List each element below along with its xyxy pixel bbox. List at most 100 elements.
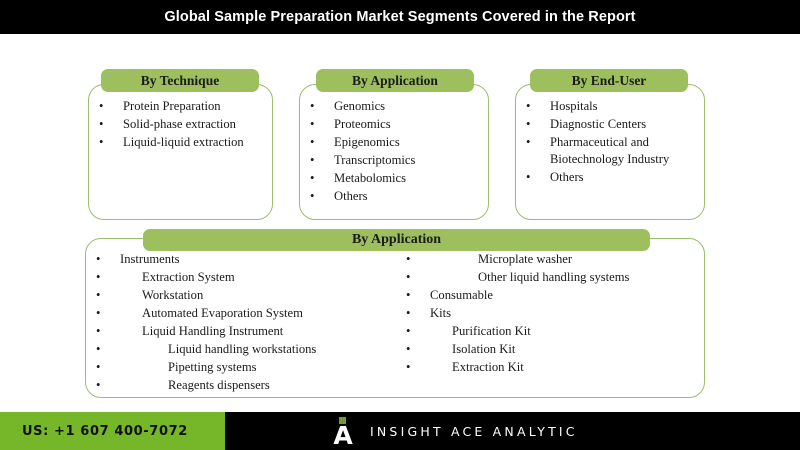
list-item: • Purification Kit [406, 323, 701, 340]
list-item-label: Solid-phase extraction [123, 117, 236, 131]
brand-wordmark: INSIGHT ACE ANALYTIC [370, 423, 578, 439]
list-item: • Protein Preparation [99, 98, 264, 115]
list-item: • Hospitals [526, 98, 696, 115]
list-item: • Transcriptomics [310, 152, 480, 169]
card-by-end-user: • Hospitals • Diagnostic Centers • Pharmace… [515, 84, 705, 220]
bullet-icon: • [99, 99, 104, 113]
list-item-label: Kits [430, 306, 451, 320]
bullet-icon: • [406, 360, 411, 374]
bullet-icon: • [406, 324, 411, 338]
list-item-label: Metabolomics [334, 171, 407, 185]
list-item: •Proteomics [310, 116, 480, 133]
card-by-technique-body: • Protein Preparation • Solid-phase extrac… [99, 98, 264, 152]
brand-logo: A INSIGHT ACE ANALYTIC [330, 412, 578, 450]
card-by-application-body: • Genomics •Proteomics • Epigenomics • Tran… [310, 98, 480, 206]
list-by-end-user: • Hospitals • Diagnostic Centers • Pharmace… [526, 98, 696, 185]
bullet-icon: • [96, 324, 101, 338]
bullet-icon: • [310, 99, 315, 113]
logo-mark-icon: A [330, 416, 356, 450]
bullet-icon: • [310, 135, 315, 149]
card-badge-by-end-user: By End-User [530, 69, 688, 92]
list-item-label: Transcriptomics [334, 153, 416, 167]
bullet-icon: • [96, 360, 101, 374]
list-item: • Diagnostic Centers [526, 116, 696, 133]
list-item-label: Extraction System [142, 270, 235, 284]
logo-square-dot-icon [339, 417, 346, 424]
list-item-label: Liquid-liquid extraction [123, 135, 244, 149]
list-item-label: Others [550, 169, 584, 184]
list-item: • Liquid Handling Instrument [96, 323, 416, 340]
list-item: • Instruments [96, 251, 416, 268]
bullet-icon: • [526, 135, 531, 149]
card-by-application: • Genomics •Proteomics • Epigenomics • Tran… [299, 84, 489, 220]
bullet-icon: • [96, 306, 101, 320]
list-item-label: Pharmaceutical and Biotechnology Industr… [550, 135, 670, 166]
list-item-label: Epigenomics [334, 135, 400, 149]
list-item: • Consumable [406, 287, 701, 304]
list-item: •Metabolomics [310, 170, 480, 187]
list-item: • Pharmaceutical and Biotechnology Indust… [526, 134, 696, 167]
card-badge-by-technique: By Technique [101, 69, 259, 92]
list-item: • Kits [406, 305, 701, 322]
footer-phone-number[interactable]: US: +1 607 400-7072 [22, 423, 188, 439]
list-item: • Pipetting systems [96, 359, 416, 376]
list-item: • Automated Evaporation System [96, 305, 416, 322]
list-item-label: Protein Preparation [123, 99, 221, 113]
logo-letter-a: A [333, 421, 353, 450]
list-item: • Solid-phase extraction [99, 116, 264, 133]
list-item: • Others [526, 169, 696, 186]
list-liquid-handling-sub-continued: •Microplate washer •Other liquid handlin… [406, 251, 701, 286]
list-item-label: Consumable [430, 288, 493, 302]
list-by-technique: • Protein Preparation • Solid-phase extrac… [99, 98, 264, 151]
list-item-label: Reagents dispensers [168, 378, 270, 392]
list-item: • Genomics [310, 98, 480, 115]
list-item: •Extraction System [96, 269, 416, 286]
list-item-label: Automated Evaporation System [142, 306, 303, 320]
bullet-icon: • [406, 288, 411, 302]
page-title: Global Sample Preparation Market Segment… [164, 9, 636, 25]
bullet-icon: • [310, 153, 315, 167]
bullet-icon: • [526, 169, 531, 184]
footer-phone-bar: US: +1 607 400-7072 [0, 412, 225, 450]
list-item-label: Liquid handling workstations [168, 342, 317, 356]
list-item: • Workstation [96, 287, 416, 304]
bottom-card-left-column: •Instruments •Extraction System •Worksta… [96, 251, 416, 395]
page-footer: US: +1 607 400-7072 A INSIGHT ACE ANALYT… [0, 412, 800, 450]
list-item-label: Instruments [120, 252, 180, 266]
bullet-icon: • [96, 378, 101, 392]
bottom-card-right-column: •Microplate washer •Other liquid handlin… [406, 251, 701, 377]
list-item: •Other liquid handling systems [406, 269, 701, 286]
bullet-icon: • [406, 342, 411, 356]
bullet-icon: • [406, 252, 411, 266]
list-item-label: Genomics [334, 99, 386, 113]
list-by-application: • Genomics •Proteomics • Epigenomics • Tran… [310, 98, 480, 205]
bullet-icon: • [406, 306, 411, 320]
list-item-label: Liquid Handling Instrument [142, 324, 284, 338]
list-item-label: Other liquid handling systems [478, 270, 630, 284]
list-item-label: Workstation [142, 288, 204, 302]
list-item: •Microplate washer [406, 251, 701, 268]
card-by-end-user-body: • Hospitals • Diagnostic Centers • Pharmace… [526, 98, 696, 187]
card-bottom-by-application: •Instruments •Extraction System •Worksta… [85, 238, 705, 398]
bullet-icon: • [310, 117, 315, 131]
card-badge-bottom-by-application: By Application [143, 229, 650, 251]
bullet-icon: • [99, 135, 104, 149]
list-item: • Extraction Kit [406, 359, 701, 376]
list-liquid-handling-sub: • Liquid handling workstations • Pipetting… [96, 341, 416, 394]
bullet-icon: • [526, 117, 531, 131]
list-item-label: Hospitals [550, 99, 598, 113]
list-item-label: Pipetting systems [168, 360, 257, 374]
list-kits-sub: •Purification Kit •Isolation Kit •Extrac… [406, 323, 701, 376]
bullet-icon: • [96, 342, 101, 356]
list-item: • Liquid handling workstations [96, 341, 416, 358]
list-item-label: Extraction Kit [452, 360, 524, 374]
list-item-label: Diagnostic Centers [550, 117, 647, 131]
list-item-label: Purification Kit [452, 324, 531, 338]
bullet-icon: • [99, 117, 104, 131]
list-item: • Reagents dispensers [96, 377, 416, 394]
card-badge-by-application: By Application [316, 69, 474, 92]
bullet-icon: • [526, 99, 531, 113]
bullet-icon: • [310, 189, 315, 203]
list-instruments-sub: •Extraction System •Workstation •Automat… [96, 269, 416, 340]
bullet-icon: • [96, 288, 101, 302]
